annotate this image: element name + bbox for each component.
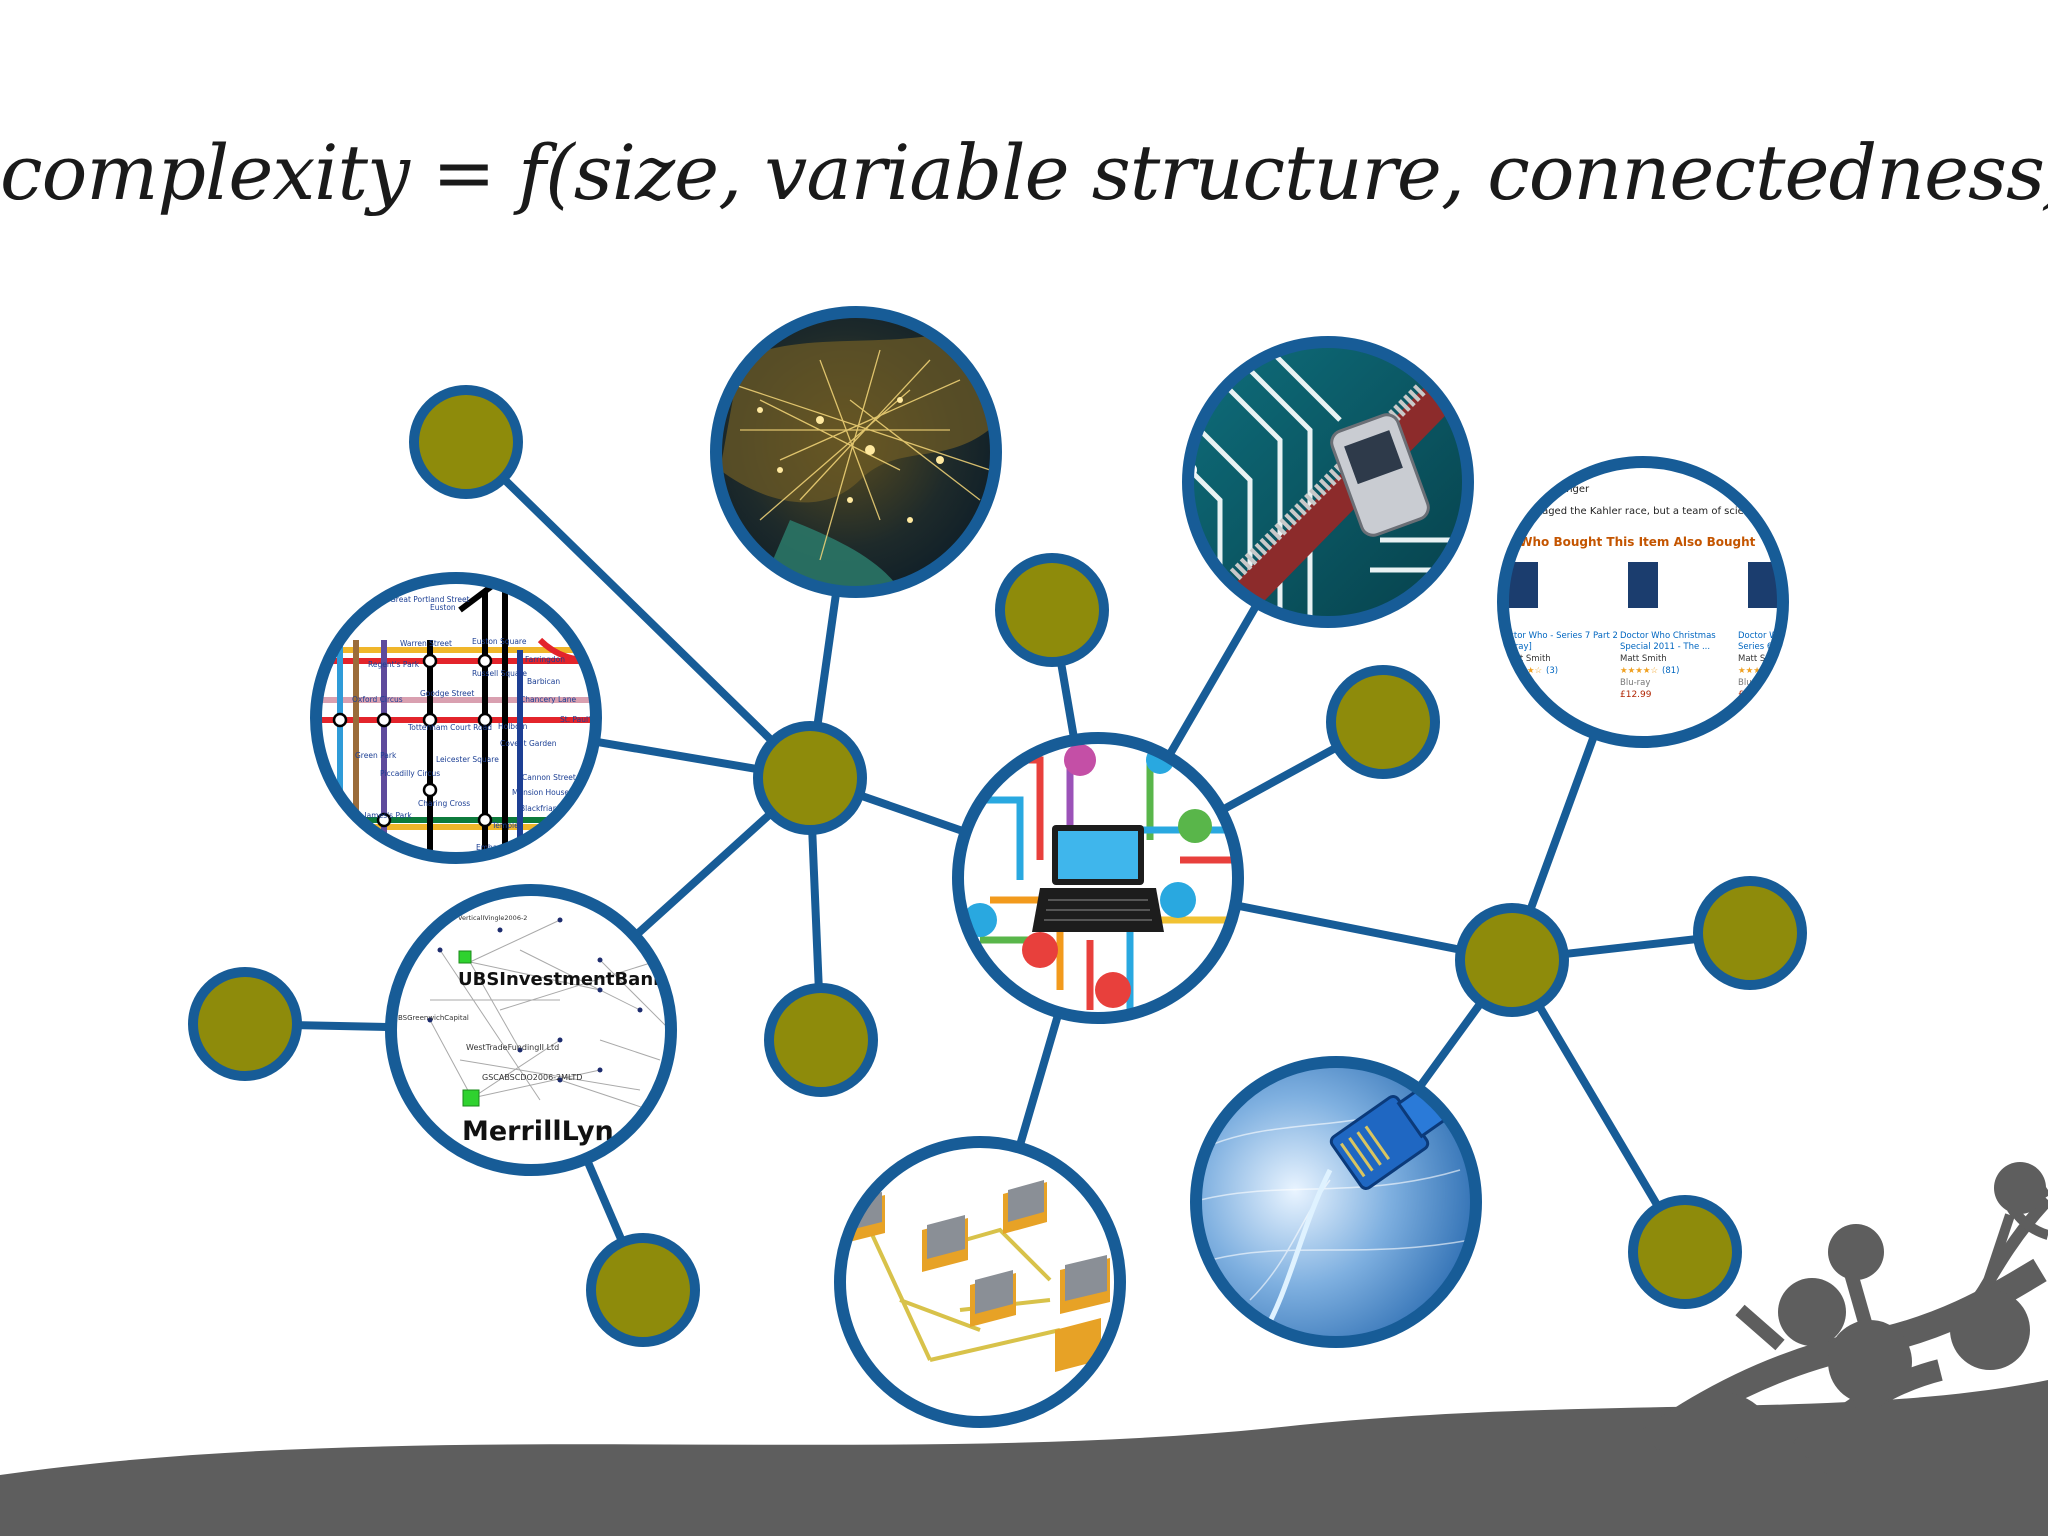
tube-label: Euston Square [472, 637, 527, 646]
tube-label: Tottenham Court Road [407, 723, 492, 732]
tube-label: Temple [491, 821, 519, 830]
amazon-item-price: £12.99 [1620, 690, 1652, 700]
london-tube-map-icon: Great Portland Street Euston Warren Stre… [310, 572, 602, 864]
tube-label: Regent's Park [368, 660, 420, 669]
amazon-recommendations-icon: Gunslinger evaged the Kahler race, but a… [1497, 456, 1789, 748]
tube-label: Farringdon [525, 655, 565, 664]
network-devices-icon [952, 732, 1244, 1024]
amazon-item-format: Blu-r [1738, 678, 1759, 688]
tube-label: Charing Cross [418, 799, 470, 808]
tube-label: St. James's Park [352, 811, 412, 820]
tube-label: Goodge Street [420, 689, 474, 698]
finance-label-ubs: UBSInvestmentBank [458, 969, 666, 990]
tube-label: Chancery Lane [520, 695, 577, 704]
earth-at-night-icon [710, 306, 1002, 598]
finance-label-gscabs: GSCABSCDO2006-2MLTD [482, 1073, 582, 1082]
amazon-item-subtitle: Series 6 ( [1738, 642, 1778, 652]
slide-title: complexity = f(size, variable structure,… [0, 128, 2048, 217]
financial-network-graph-icon: VerticalIVingle2006-2 UBSInvestmentBank … [385, 884, 677, 1176]
amazon-item-rating: (81) [1662, 666, 1679, 676]
finance-label-westtrade: WestTradeFundingII Ltd [466, 1043, 559, 1052]
tube-label: St. Paul's [560, 715, 594, 724]
amazon-item-title: Doctor Who Christmas [1620, 631, 1716, 641]
tube-label: Piccadilly Circus [380, 769, 440, 778]
leaf-node-top-left [409, 385, 523, 499]
footer-wave [0, 1380, 2048, 1536]
amazon-item-author: Matt Sm [1738, 654, 1774, 664]
leaf-node-left [188, 967, 302, 1081]
folder-hierarchy-icon [834, 1136, 1126, 1428]
amazon-item-title: octor Who - Series 7 Part 2 [1504, 631, 1618, 641]
amazon-description: evaged the Kahler race, but a team of sc… [1530, 506, 1744, 517]
leaf-node-bottom-right [1628, 1195, 1742, 1309]
leaf-node-center-right [1326, 665, 1440, 779]
tube-label: Holborn [498, 722, 528, 731]
tube-label: Oxford Circus [352, 695, 403, 704]
amazon-item-format: Blu-ray [1620, 678, 1650, 688]
tube-label: Barbican [527, 677, 560, 686]
ethernet-cable-icon [1190, 1056, 1482, 1348]
tube-label: Covent Garden [500, 739, 557, 748]
tube-label: Mansion House [512, 788, 569, 797]
amazon-item-subtitle: lu-ray] [1504, 642, 1532, 652]
tube-label: Green Park [355, 751, 397, 760]
leaf-node-top-center [995, 553, 1109, 667]
amazon-heading: rs Who Bought This Item Also Bought [1502, 535, 1756, 549]
tube-label: Euston [430, 603, 456, 612]
amazon-item-author: Matt Smith [1504, 654, 1551, 664]
tube-label: Blackfriars [520, 804, 560, 813]
hub-node-right [1455, 903, 1569, 1017]
leaf-node-bottom-center-left [764, 983, 878, 1097]
tube-label: Great Portland Street [390, 595, 470, 604]
title-lhs: complexity [0, 128, 410, 217]
finance-label-bsgreenwich: BSGreenwichCapital [398, 1014, 469, 1022]
amazon-item-title: Doctor Wh [1738, 631, 1783, 641]
circuit-board-zipper-icon [1182, 336, 1474, 628]
tube-label: Leicester Square [436, 755, 499, 764]
finance-label-vertical: VerticalIVingle2006-2 [458, 914, 527, 922]
amazon-item-stars: ★★★★☆ [1620, 666, 1658, 676]
amazon-item-subtitle: Special 2011 - The ... [1620, 642, 1710, 652]
title-equals: = [432, 128, 496, 217]
tube-label: Cannon Street [522, 773, 576, 782]
leaf-node-bottom-left [586, 1233, 700, 1347]
tube-label: Warren Street [400, 639, 452, 648]
edge-hubL-topLeft [463, 439, 813, 781]
amazon-item-stars: ★★★★ [1738, 666, 1769, 676]
hub-node-left [753, 721, 867, 835]
finance-label-merrill: MerrillLyn [462, 1116, 614, 1147]
amazon-item-author: Matt Smith [1620, 654, 1667, 664]
corner-network-decoration [1642, 1162, 2048, 1508]
amazon-item-rating: (3) [1546, 666, 1558, 676]
leaf-node-right [1693, 876, 1807, 990]
tube-label: Russell Square [472, 669, 527, 678]
title-rhs: f(size, variable structure, connectednes… [518, 128, 2048, 217]
